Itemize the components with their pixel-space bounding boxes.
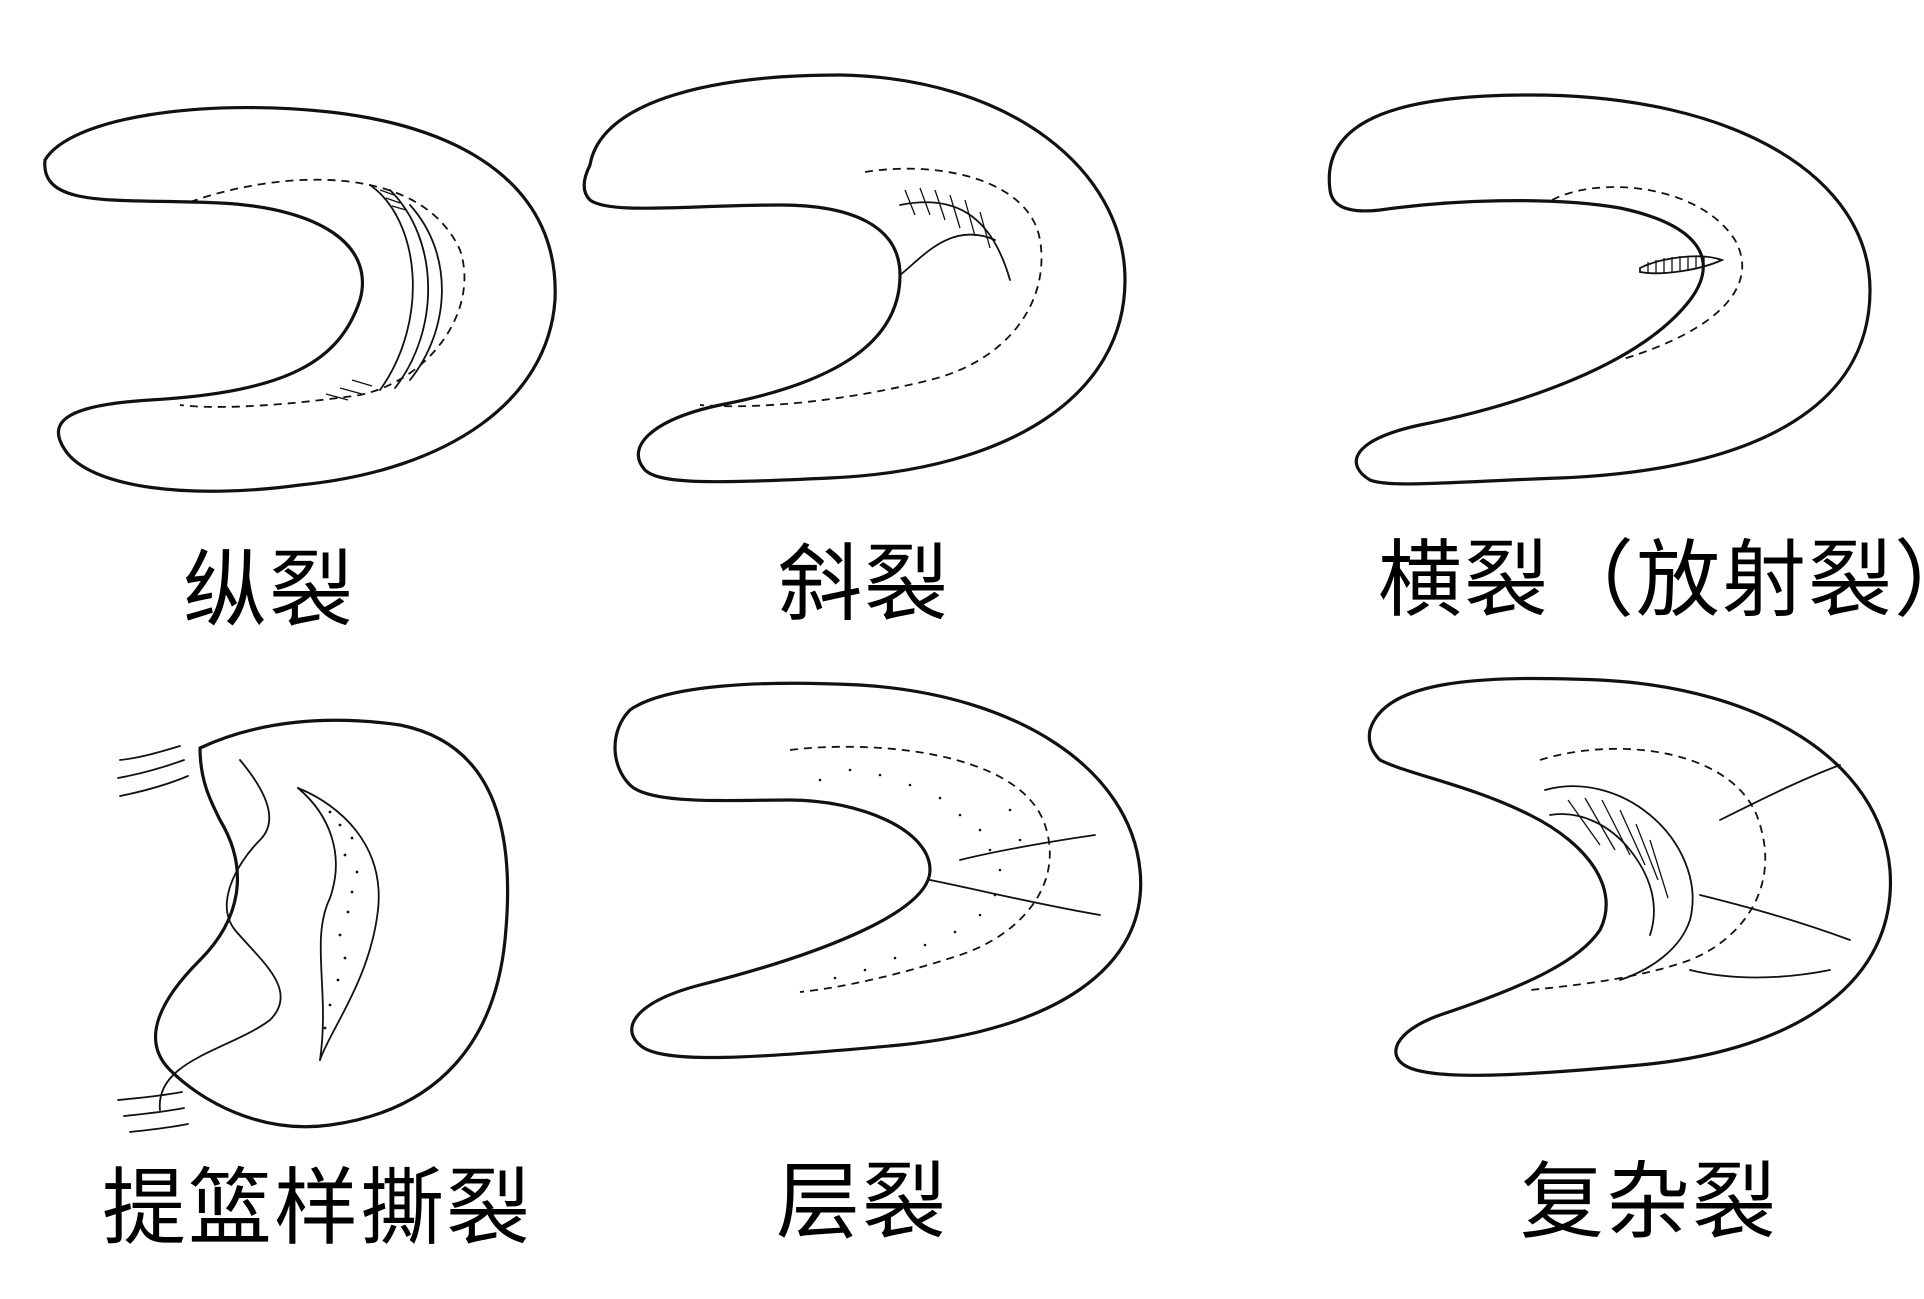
- meniscus-radial-tear-icon: [1327, 93, 1872, 486]
- tear-stipple: [818, 768, 1022, 980]
- panel-bucket-handle: 提篮样撕裂: [0, 640, 640, 1299]
- meniscus-oblique-tear-icon: [582, 73, 1127, 484]
- caption-transverse: 横裂（放射裂）: [1378, 531, 1924, 629]
- panel-transverse: 横裂（放射裂）: [0, 0, 1924, 640]
- panel-complex: 复杂裂: [0, 640, 1924, 1299]
- tear-hatching: [904, 187, 991, 249]
- meniscus-longitudinal-tear-icon: [43, 105, 557, 493]
- meniscus-complex-tear-icon: [1367, 676, 1893, 1077]
- panel-oblique: 斜裂: [0, 0, 1200, 640]
- meniscus-bucket-handle-tear-icon: [117, 718, 510, 1133]
- meniscus-horizontal-tear-icon: [613, 681, 1143, 1060]
- caption-complex: 复杂裂: [1520, 1153, 1779, 1251]
- tear-stipple: [323, 810, 359, 1030]
- tear-hatching: [325, 189, 407, 401]
- caption-oblique: 斜裂: [778, 535, 951, 633]
- tear-hatching: [1567, 797, 1669, 899]
- panel-longitudinal: 纵裂: [0, 0, 640, 640]
- caption-bucket-handle: 提篮样撕裂: [102, 1159, 533, 1257]
- panel-horizontal: 层裂: [0, 640, 1200, 1299]
- tear-hatching: [1647, 256, 1705, 274]
- caption-longitudinal: 纵裂: [183, 541, 356, 639]
- caption-horizontal: 层裂: [776, 1153, 949, 1251]
